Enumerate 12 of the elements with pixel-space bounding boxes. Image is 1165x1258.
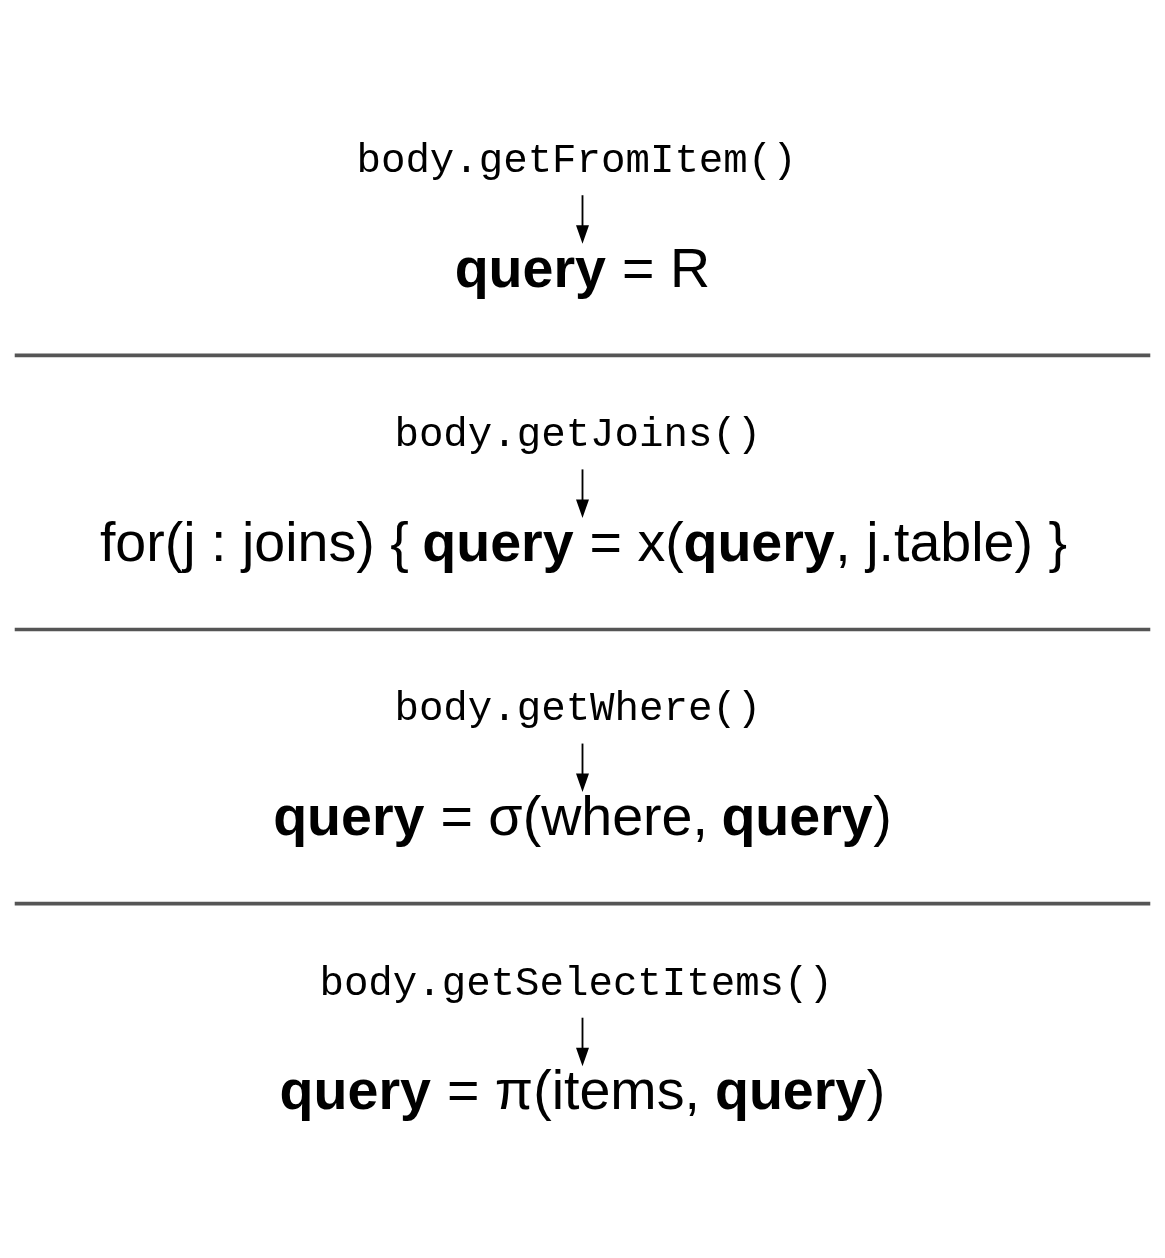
node-text: body.getSelectItems() [319, 960, 833, 1007]
node-text: body.getWhere() [394, 685, 762, 732]
node-text: for(j : joins) { query = x(query, j.table) } [99, 510, 1067, 573]
arrow [576, 467, 589, 518]
arrow [576, 1016, 589, 1066]
node-text: body.getFromItem() [356, 137, 797, 184]
node-text: query = π(items, query) [279, 1058, 886, 1121]
node-text: query = σ(where, query) [273, 784, 892, 847]
node-text: body.getJoins() [394, 411, 762, 458]
node-text: query = R [454, 236, 711, 299]
arrow [576, 193, 589, 244]
arrow [576, 742, 589, 792]
